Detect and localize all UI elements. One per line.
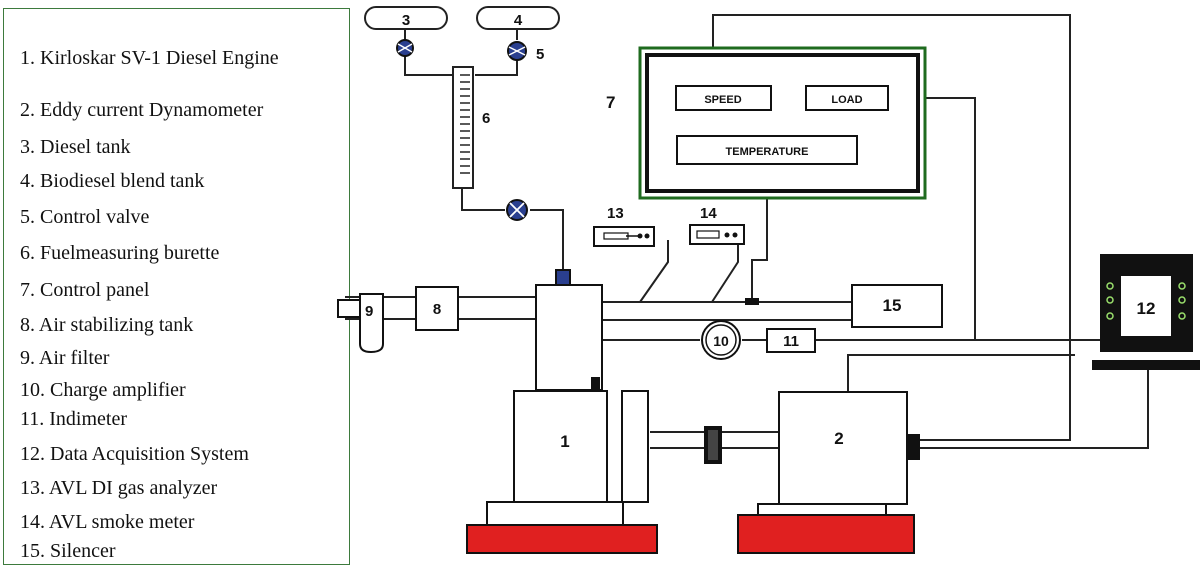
label-2: 2 <box>834 429 843 448</box>
dyno-signal-line <box>847 354 1075 392</box>
fuel-to-engine-line <box>530 209 564 272</box>
load-label: LOAD <box>831 94 862 106</box>
air-filter <box>337 293 384 354</box>
smoke-meter <box>689 224 745 245</box>
legend-item-2: 2. Eddy current Dynamometer <box>20 99 264 121</box>
label-15: 15 <box>883 296 902 315</box>
load-box <box>805 85 889 111</box>
engine-bed <box>486 501 624 526</box>
control-panel: SPEED LOAD TEMPERATURE <box>638 46 927 200</box>
eddy-current-dynamometer <box>737 391 920 554</box>
outlet-valve <box>506 199 528 221</box>
temperature-label: TEMPERATURE <box>726 146 809 158</box>
fuel-measuring-burette <box>452 66 474 189</box>
legend-item-6: 6. Fuelmeasuring burette <box>20 242 220 264</box>
coupling <box>704 426 722 464</box>
label-11: 11 <box>783 333 799 350</box>
control-valve <box>507 41 527 61</box>
label-8: 8 <box>433 301 441 318</box>
monitor-screen <box>1121 276 1171 336</box>
air-stabilizing-tank <box>415 286 459 331</box>
legend-item-9: 9. Air filter <box>20 347 110 369</box>
speed-label: SPEED <box>704 94 741 106</box>
legend-item-5: 5. Control valve <box>20 206 150 228</box>
label-3: 3 <box>402 12 410 29</box>
legend-item-14: 14. AVL smoke meter <box>20 511 195 533</box>
burette-outlet-line <box>461 188 505 211</box>
engine-base <box>466 524 658 554</box>
legend-item-10: 10. Charge amplifier <box>20 379 186 401</box>
keyboard <box>1092 360 1200 370</box>
label-14: 14 <box>700 205 717 222</box>
indimeter <box>766 328 816 353</box>
label-7: 7 <box>606 93 615 112</box>
diesel-engine <box>466 269 658 554</box>
label-1: 1 <box>560 432 569 451</box>
gas-analyzer-probe <box>639 240 669 303</box>
label-10: 10 <box>713 333 729 349</box>
sensor-line <box>596 339 700 382</box>
speed-box <box>675 85 772 111</box>
label-13: 13 <box>607 205 624 222</box>
biodiesel-feed-line <box>475 60 518 76</box>
biodiesel-blend-tank: 4 <box>476 6 560 30</box>
legend-item-3: 3. Diesel tank <box>20 136 131 158</box>
legend-item-15: 15. Silencer <box>20 540 116 562</box>
smoke-meter-probe <box>711 240 739 303</box>
legend-item-7: 7. Control panel <box>20 279 150 301</box>
das-to-dyno-line <box>920 368 1149 449</box>
pressure-sensor <box>591 377 600 390</box>
legend-box: 1. Kirloskar SV-1 Diesel Engine 2. Eddy … <box>3 8 350 565</box>
label-9: 9 <box>365 303 373 320</box>
speed-line <box>712 14 1071 441</box>
legend-item-11: 11. Indimeter <box>20 408 128 430</box>
label-5: 5 <box>536 46 544 63</box>
engine-head <box>535 284 603 391</box>
temperature-line <box>751 165 768 300</box>
data-acquisition-system <box>1092 254 1200 370</box>
gas-analyzer <box>593 226 655 247</box>
legend-item-1: 1. Kirloskar SV-1 Diesel Engine <box>20 47 279 69</box>
flywheel <box>621 390 649 503</box>
engine-block <box>513 390 608 503</box>
label-12: 12 <box>1137 299 1156 318</box>
label-4: 4 <box>514 12 523 29</box>
legend-item-12: 12. Data Acquisition System <box>20 443 249 465</box>
label-6: 6 <box>482 110 490 127</box>
dyno-base <box>737 514 915 554</box>
speed-sensor <box>907 434 920 460</box>
temperature-sensor <box>745 298 759 305</box>
temperature-box <box>676 135 858 165</box>
diesel-feed-line <box>404 55 455 76</box>
legend-item-8: 8. Air stabilizing tank <box>20 314 194 336</box>
legend-item-4: 4. Biodiesel blend tank <box>20 170 205 192</box>
charge-amplifier <box>701 320 741 360</box>
diesel-valve <box>396 39 414 57</box>
diesel-tank: 3 <box>364 6 448 30</box>
silencer <box>851 284 943 328</box>
legend-item-13: 13. AVL DI gas analyzer <box>20 477 218 499</box>
fuel-injector <box>555 269 571 286</box>
